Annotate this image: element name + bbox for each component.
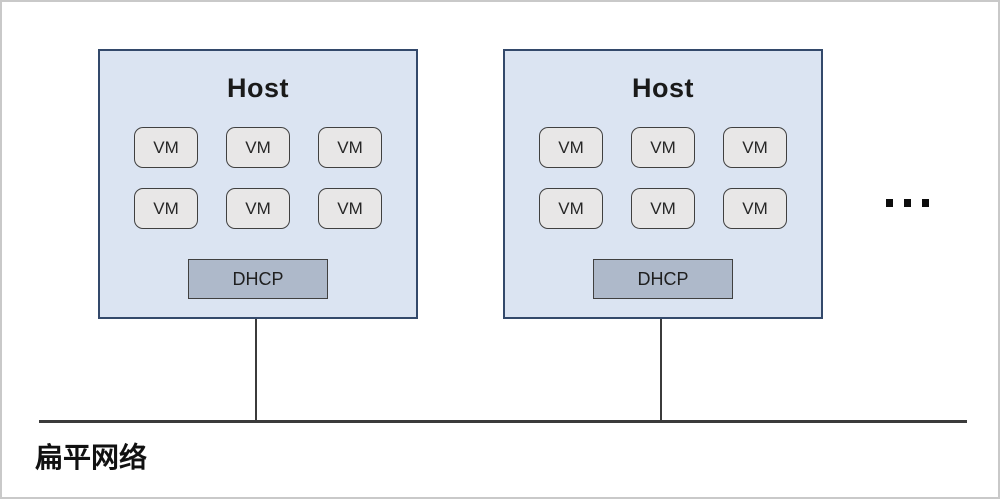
vm-row: VM VM VM [539, 127, 787, 168]
host2-network-connector-line [660, 319, 662, 421]
vm-row: VM VM VM [134, 188, 382, 229]
vm-grid: VM VM VM VM VM VM [505, 127, 821, 229]
dhcp-box: DHCP [593, 259, 733, 299]
host1-network-connector-line [255, 319, 257, 421]
vm-row: VM VM VM [134, 127, 382, 168]
vm-box: VM [134, 188, 198, 229]
vm-row: VM VM VM [539, 188, 787, 229]
ellipsis-dot [922, 199, 929, 207]
vm-box: VM [631, 188, 695, 229]
dhcp-box: DHCP [188, 259, 328, 299]
host-title: Host [632, 73, 694, 103]
host-box-1: Host VM VM VM VM VM VM DHCP [98, 49, 418, 319]
vm-box: VM [134, 127, 198, 168]
vm-box: VM [226, 188, 290, 229]
vm-box: VM [539, 127, 603, 168]
vm-box: VM [723, 127, 787, 168]
vm-box: VM [631, 127, 695, 168]
ellipsis-dot [886, 199, 893, 207]
network-label: 扁平网络 [35, 442, 148, 473]
vm-box: VM [318, 188, 382, 229]
host-title: Host [227, 73, 289, 103]
vm-box: VM [539, 188, 603, 229]
ellipsis-icon [886, 199, 929, 207]
vm-box: VM [318, 127, 382, 168]
host-box-2: Host VM VM VM VM VM VM DHCP [503, 49, 823, 319]
network-bus-line [39, 420, 967, 423]
ellipsis-dot [904, 199, 911, 207]
vm-box: VM [723, 188, 787, 229]
vm-grid: VM VM VM VM VM VM [100, 127, 416, 229]
vm-box: VM [226, 127, 290, 168]
